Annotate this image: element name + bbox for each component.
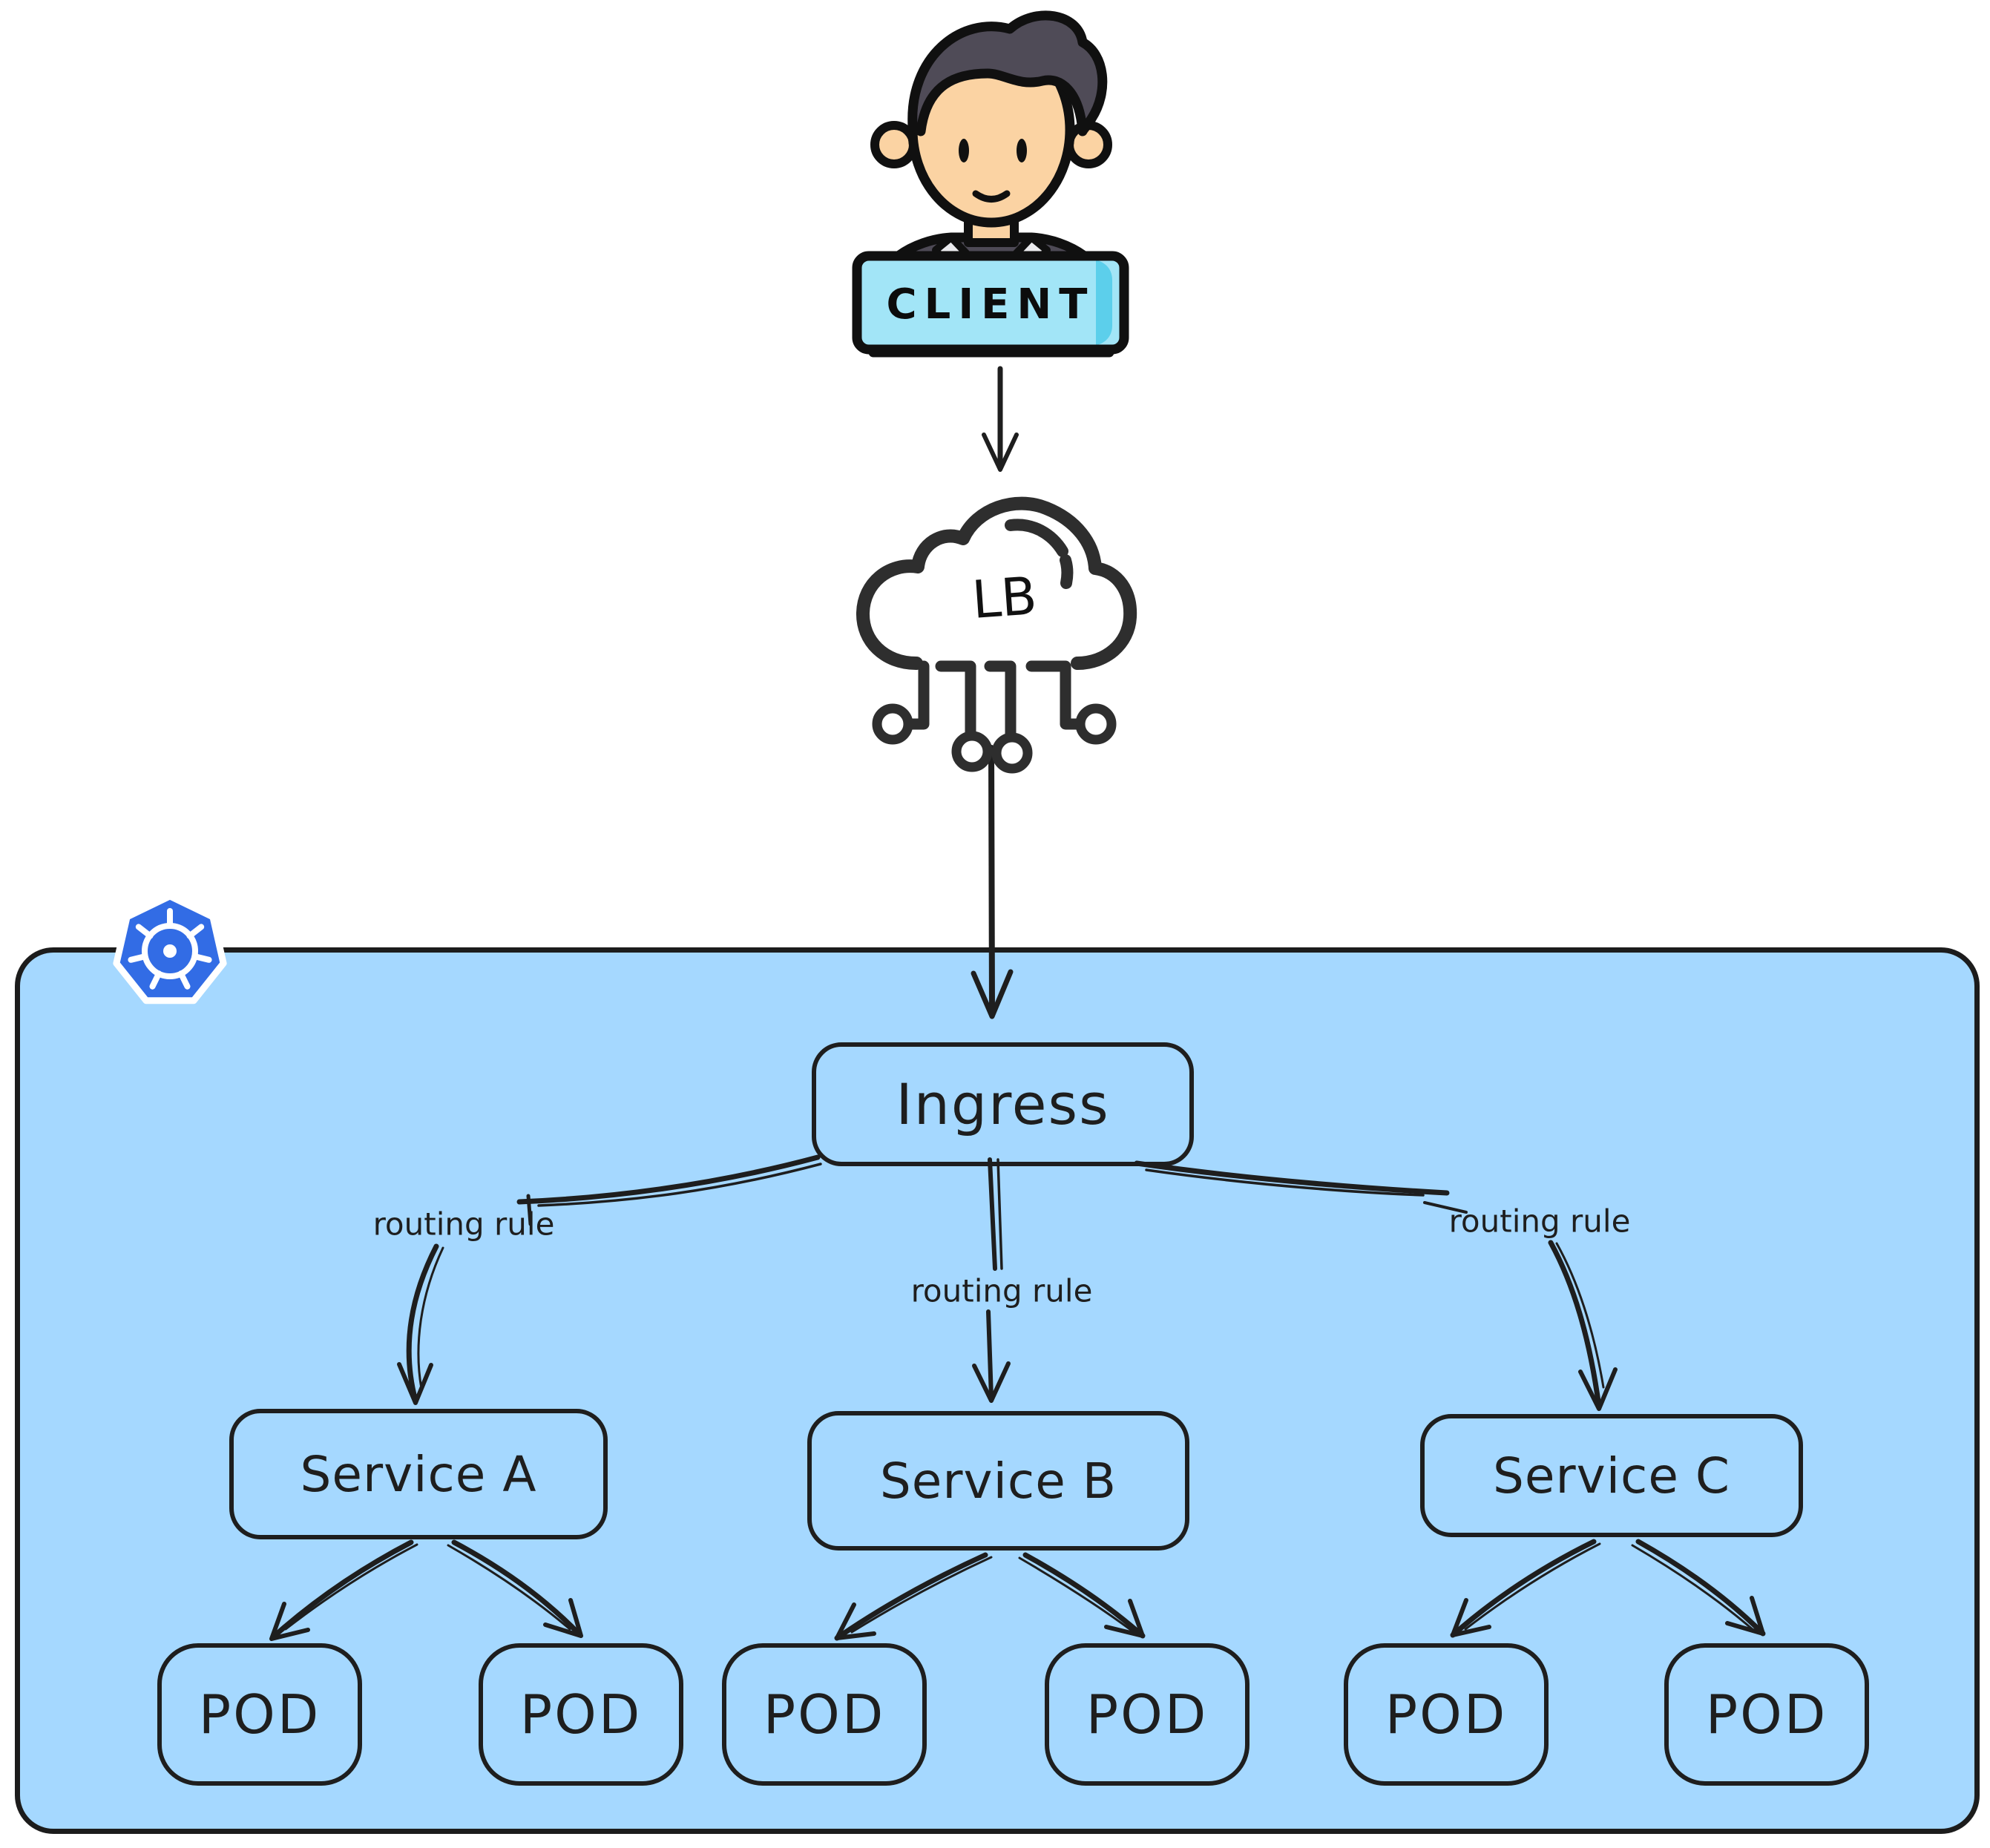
- line-ingress-to-rule-left: [516, 1154, 822, 1226]
- service-a-label: Service A: [300, 1445, 537, 1503]
- arrow-client-to-lb: [982, 366, 1019, 472]
- arrow-service-b-to-pod-3: [834, 1552, 993, 1641]
- cloud-connector-nodes: [872, 703, 1117, 774]
- line-ingress-to-rule-mid: [988, 1157, 1003, 1271]
- pod-label: POD: [198, 1683, 321, 1746]
- cloud-inner-arc: [1005, 519, 1074, 589]
- client-banner-shade: [1087, 259, 1112, 346]
- arrow-rule-left-to-service-a: [397, 1243, 444, 1405]
- service-a-box: Service A: [229, 1409, 608, 1539]
- client-ear: [1065, 121, 1112, 168]
- pod-box-2: POD: [479, 1643, 683, 1786]
- service-c-label: Service C: [1493, 1447, 1730, 1505]
- lb-label: LB: [970, 565, 1039, 631]
- pod-box-6: POD: [1664, 1643, 1869, 1786]
- pod-box-5: POD: [1344, 1643, 1549, 1786]
- ingress-label: Ingress: [896, 1071, 1110, 1137]
- client-hair: [907, 10, 1108, 137]
- arrow-lb-to-ingress: [971, 745, 1014, 1019]
- kubernetes-logo: [113, 892, 227, 1004]
- service-b-label: Service B: [879, 1452, 1117, 1510]
- service-b-box: Service B: [807, 1411, 1189, 1551]
- arrow-service-b-to-pod-4: [1018, 1552, 1146, 1639]
- load-balancer-icon: LB: [856, 496, 1137, 774]
- arrow-rule-right-to-service-c: [1548, 1240, 1618, 1411]
- pod-label: POD: [519, 1683, 643, 1746]
- service-c-box: Service C: [1420, 1414, 1803, 1537]
- pod-label: POD: [1385, 1683, 1508, 1746]
- client-eye: [959, 139, 969, 162]
- ingress-box: Ingress: [812, 1042, 1194, 1166]
- arrow-service-a-to-pod-1: [269, 1539, 418, 1641]
- pod-box-4: POD: [1045, 1643, 1250, 1786]
- line-ingress-to-rule-right: [1134, 1160, 1468, 1214]
- client-mouth: [972, 190, 1011, 203]
- client-banner-border: [852, 251, 1129, 355]
- arrow-service-a-to-pod-2: [447, 1539, 583, 1638]
- client-ear: [870, 121, 918, 168]
- pod-label: POD: [1086, 1683, 1209, 1746]
- arrow-service-c-to-pod-5: [1450, 1539, 1601, 1638]
- pod-box-3: POD: [722, 1643, 927, 1786]
- pod-box-1: POD: [157, 1643, 362, 1786]
- client-icon: CLIENT: [852, 10, 1129, 358]
- arrow-rule-mid-to-service-b: [972, 1309, 1011, 1403]
- kubernetes-wheel: [128, 908, 212, 990]
- pod-label: POD: [763, 1683, 886, 1746]
- cloud-connectors: [905, 660, 1084, 742]
- arrow-service-c-to-pod-6: [1631, 1539, 1766, 1637]
- routing-rule-label-left: routing rule: [372, 1206, 555, 1243]
- client-label: CLIENT: [887, 280, 1095, 329]
- client-banner: [857, 256, 1124, 349]
- client-eye: [1017, 139, 1027, 162]
- pod-label: POD: [1705, 1683, 1828, 1746]
- routing-rule-label-middle: routing rule: [910, 1272, 1093, 1309]
- routing-rule-label-right: routing rule: [1448, 1203, 1631, 1240]
